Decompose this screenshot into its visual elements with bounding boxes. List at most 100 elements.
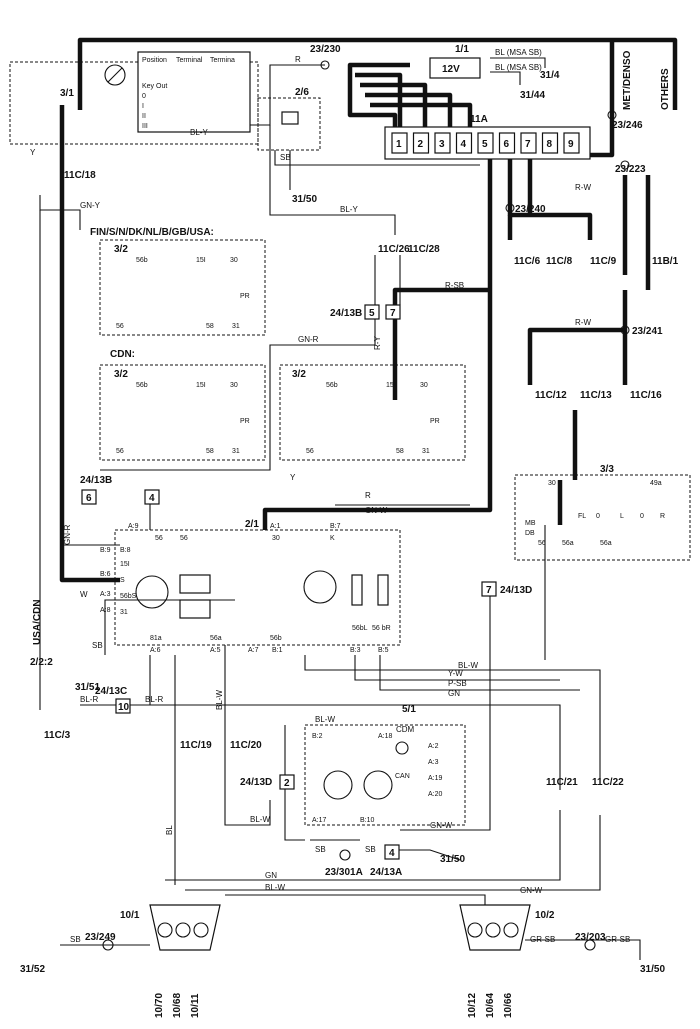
wire-r-y: R-Y <box>373 336 382 350</box>
wire-r-w-1: R-W <box>575 183 591 192</box>
control-pin: A:5 <box>210 647 221 654</box>
fuse-number: 2 <box>418 139 424 150</box>
control-pin: A:3 <box>100 591 111 598</box>
wire-sb-1: SB <box>280 153 291 162</box>
connector-11c-28: 11C/28 <box>408 244 440 255</box>
lamp-left-pin: 10/70 <box>154 993 165 1018</box>
lamp-right-pin: 10/66 <box>503 993 514 1018</box>
control-terminal: 81a <box>150 635 162 642</box>
connector-11c-18: 11C/18 <box>64 170 96 181</box>
control-terminal: 30 <box>272 535 280 542</box>
ign-table-h2: Terminal <box>176 57 203 64</box>
light-switch-terminal: 0 <box>640 513 644 520</box>
switch-terminal-label: 15I <box>386 382 396 389</box>
splice-23-241: 23/241 <box>632 326 663 337</box>
can-text: CAN <box>395 773 410 780</box>
control-pin: A:7 <box>248 647 259 654</box>
wire-gn-w-3: GN-W <box>520 886 543 895</box>
connector-11c-3: 11C/3 <box>44 730 71 741</box>
wire-y-w: Y-W <box>448 669 463 678</box>
cdm-pin: A:3 <box>428 759 439 766</box>
ground-31-44: 31/44 <box>520 90 545 101</box>
wire-y-1: Y <box>30 148 36 157</box>
light-switch-terminal: 56 <box>538 540 546 547</box>
connector-11b-1: 11B/1 <box>652 256 679 267</box>
control-pin: A:9 <box>128 523 139 530</box>
switch-terminal-label: 56b <box>136 382 148 389</box>
ign-table-h3: Termina <box>210 57 235 64</box>
wire-r-1: R <box>295 55 301 64</box>
splice-23-223: 23/223 <box>615 164 646 175</box>
terminal-2-2-2: 2/2:2 <box>30 657 53 668</box>
ground-31-50-a: 31/50 <box>292 194 317 205</box>
fuse-cell <box>391 132 408 154</box>
control-terminal: 56bL <box>352 625 368 632</box>
splice-23-249: 23/249 <box>85 932 116 943</box>
light-switch-terminal: 30 <box>548 480 556 487</box>
control-pin: B:6 <box>100 571 111 578</box>
ign-table-r1: 0 <box>142 93 146 100</box>
control-terminal: S <box>120 577 125 584</box>
switch-terminal-label: 58 <box>206 323 214 330</box>
fuse-cell <box>412 132 430 154</box>
ground-31-50-b: 31/50 <box>440 854 465 865</box>
fuse-number: 5 <box>482 139 488 150</box>
plug-24-13c-label: 24/13C <box>95 686 127 697</box>
switch-terminal-label: 58 <box>396 448 404 455</box>
wire-bl-w-4: BL-W <box>250 815 270 824</box>
wire-bl-w-5: BL-W <box>265 883 285 892</box>
wire-bl-msa-2: BL (MSA SB) <box>495 63 542 72</box>
fuse-number: 3 <box>439 139 445 150</box>
wire-r-2: R <box>365 491 371 500</box>
light-switch-terminal: 56a <box>600 540 612 547</box>
connector-11c-8: 11C/8 <box>546 256 573 267</box>
connector-11c-21: 11C/21 <box>546 777 578 788</box>
control-pin: A:6 <box>150 647 161 654</box>
control-pin: B:7 <box>330 523 341 530</box>
ign-table-r2: I <box>142 103 144 110</box>
relay-label: 2/6 <box>295 87 309 98</box>
splice-23-301a: 23/301A <box>325 867 363 878</box>
control-terminal: 56 <box>180 535 188 542</box>
connector-11c-6: 11C/6 <box>514 256 541 267</box>
fuse-number: 1 <box>396 139 402 150</box>
fuse-cell <box>563 132 580 154</box>
switch-terminal-label: 15I <box>196 257 206 264</box>
plug-pin-4: 4 <box>149 493 155 504</box>
control-terminal: 56 bR <box>372 625 391 632</box>
usa-cdn-label: USA/CDN <box>32 599 43 645</box>
control-pin: A:8 <box>100 607 111 614</box>
cdm-pin: A:2 <box>428 743 439 750</box>
light-switch-terminal: R <box>660 513 665 520</box>
control-terminal: K <box>330 535 335 542</box>
wire-r-sb: R-SB <box>445 281 464 290</box>
wire-w: W <box>80 590 88 599</box>
cdm-pin: B:2 <box>312 733 323 740</box>
control-pin: B:1 <box>272 647 283 654</box>
cdm-pin: A:17 <box>312 817 327 824</box>
ground-31-51: 31/51 <box>75 682 100 693</box>
connector-11c-13: 11C/13 <box>580 390 612 401</box>
connector-11c-20: 11C/20 <box>230 740 262 751</box>
fuse-cell <box>434 132 451 154</box>
connector-11c-22: 11C/22 <box>592 777 624 788</box>
wire-gn-w-1: GN-W <box>365 506 388 515</box>
light-switch-terminal: L <box>620 513 624 520</box>
switch-terminal-label: 31 <box>232 323 240 330</box>
plug-pin-7: 7 <box>390 308 396 319</box>
ign-table-h1: Position <box>142 57 167 64</box>
control-pin: B:5 <box>378 647 389 654</box>
connector-11c-9: 11C/9 <box>590 256 617 267</box>
switch-c-label: 3/2 <box>292 369 306 380</box>
light-switch-terminal: FL <box>578 513 586 520</box>
lamp-right-label: 10/2 <box>535 910 555 921</box>
wire-sb-3: SB <box>315 845 326 854</box>
fuse-box-label: 11A <box>470 114 488 125</box>
wire-p-sb: P-SB <box>448 679 467 688</box>
control-terminal: 56 <box>155 535 163 542</box>
fuse-number: 8 <box>547 139 553 150</box>
lamp-right-pin: 10/64 <box>485 993 496 1018</box>
cdm-text: CDM <box>396 725 415 734</box>
wire-sb-2: SB <box>92 641 103 650</box>
plug-pin-6: 6 <box>86 493 92 504</box>
